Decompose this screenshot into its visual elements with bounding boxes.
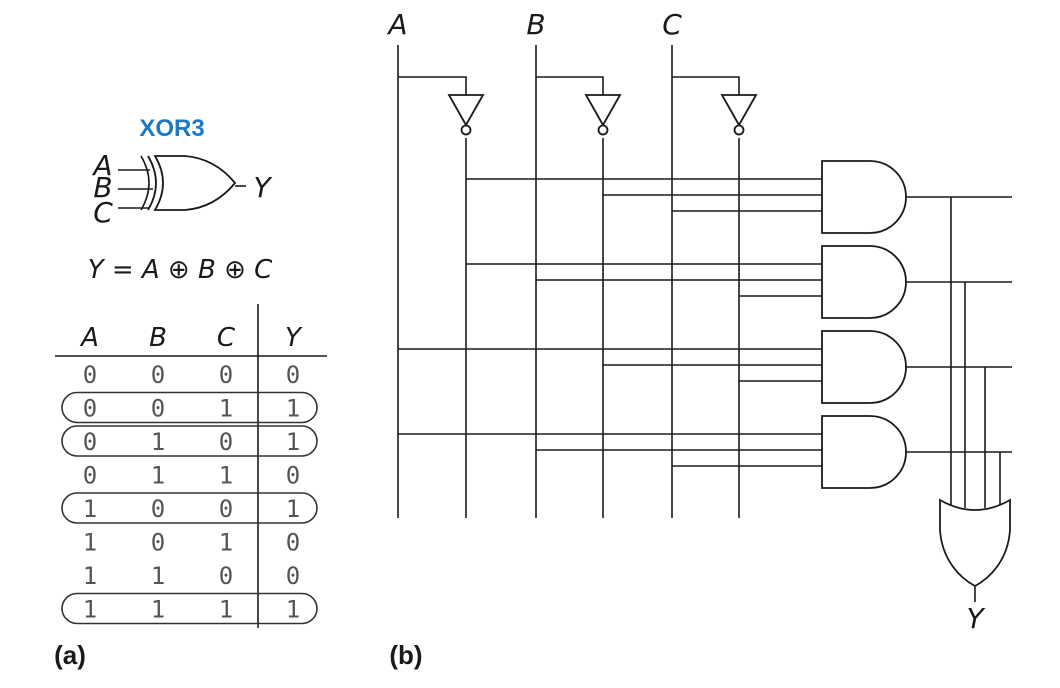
table-header-b: B <box>149 323 167 353</box>
and-gate-2 <box>821 245 907 319</box>
and-output-wires <box>906 196 1012 508</box>
circuit-output-label-y: Y <box>966 602 985 635</box>
table-cell-a: 1 <box>83 529 97 557</box>
symbol-label-b: B <box>93 171 112 204</box>
table-cell-y: 0 <box>286 361 300 389</box>
or4-gate <box>939 498 1011 588</box>
circuit-input-label-b: B <box>526 8 545 41</box>
highlight-outline <box>61 425 318 457</box>
table-cell-c: 1 <box>219 596 233 624</box>
table-cell-c: 0 <box>219 361 233 389</box>
table-cell-a: 0 <box>83 395 97 423</box>
highlight-outline <box>61 492 318 524</box>
table-cell-b: 1 <box>151 428 165 456</box>
table-cell-a: 0 <box>83 361 97 389</box>
table-cell-y: 1 <box>286 428 300 456</box>
input-rails <box>397 45 740 518</box>
table-cell-c: 0 <box>219 428 233 456</box>
table-row: 0 0 0 0 <box>83 361 300 389</box>
table-row: 0 1 1 0 <box>83 462 300 490</box>
table-row: 0 1 0 1 <box>61 425 318 457</box>
and-gate-1 <box>821 160 907 234</box>
table-cell-b: 0 <box>151 395 165 423</box>
inverter-a <box>398 76 485 136</box>
table-cell-a: 0 <box>83 462 97 490</box>
truth-table: A B C Y 0 0 0 0 0 0 1 1 0 1 0 1 0 1 1 0 1 0 0 1 1 0 1 0 1 1 0 0 1 1 1 1 <box>55 304 327 628</box>
highlight-outline <box>61 391 318 424</box>
table-cell-b: 0 <box>151 529 165 557</box>
table-cell-b: 1 <box>151 462 165 490</box>
table-cell-c: 1 <box>219 529 233 557</box>
table-cell-b: 1 <box>151 596 165 624</box>
table-row: 1 1 0 0 <box>83 562 300 590</box>
table-header-c: C <box>217 323 236 353</box>
panel-label-b: (b) <box>389 640 422 670</box>
and-input-wires <box>398 178 822 467</box>
inverter-b <box>536 76 622 136</box>
table-cell-a: 0 <box>83 428 97 456</box>
xor3-gate-symbol <box>118 155 246 211</box>
symbol-title: XOR3 <box>139 115 204 142</box>
table-row: 1 0 0 1 <box>61 492 318 524</box>
table-row: 1 0 1 0 <box>83 529 300 557</box>
symbol-label-a: A <box>91 149 112 182</box>
table-cell-c: 0 <box>219 562 233 590</box>
table-cell-c: 1 <box>219 395 233 423</box>
table-header-a: A <box>79 323 99 353</box>
xor3-circuit-panel: A B C <box>386 8 1012 670</box>
table-cell-b: 0 <box>151 361 165 389</box>
table-row: 0 0 1 1 <box>61 391 318 424</box>
table-cell-a: 1 <box>83 562 97 590</box>
table-cell-y: 1 <box>286 495 300 523</box>
inverter-c <box>672 76 758 136</box>
table-cell-b: 1 <box>151 562 165 590</box>
highlight-outline <box>61 592 318 625</box>
table-cell-a: 1 <box>83 596 97 624</box>
xor3-extra-arc <box>140 155 150 211</box>
truth-table-rows: 0 0 0 0 0 0 1 1 0 1 0 1 0 1 1 0 1 0 0 1 1 0 1 0 1 1 0 0 1 1 1 1 <box>61 361 318 625</box>
xor3-equation: Y = A ⊕ B ⊕ C <box>88 255 273 285</box>
table-cell-y: 0 <box>286 562 300 590</box>
table-cell-y: 1 <box>286 596 300 624</box>
and-gate-3 <box>821 330 907 404</box>
symbol-label-c: C <box>93 196 113 229</box>
table-cell-a: 1 <box>83 495 97 523</box>
table-cell-y: 0 <box>286 529 300 557</box>
table-cell-c: 0 <box>219 495 233 523</box>
table-cell-c: 1 <box>219 462 233 490</box>
circuit-input-label-a: A <box>386 8 407 41</box>
table-header-y: Y <box>285 323 303 353</box>
table-cell-y: 1 <box>286 395 300 423</box>
table-cell-y: 0 <box>286 462 300 490</box>
symbol-label-y: Y <box>253 171 272 204</box>
table-row: 1 1 1 1 <box>61 592 318 625</box>
panel-label-a: (a) <box>54 640 86 670</box>
circuit-input-label-c: C <box>662 8 682 41</box>
table-cell-b: 0 <box>151 495 165 523</box>
and-gate-4 <box>821 415 907 489</box>
